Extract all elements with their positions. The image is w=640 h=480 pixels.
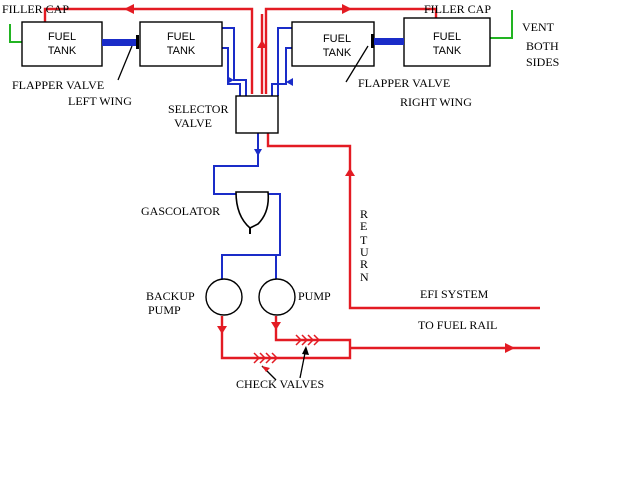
backup-pump-label-line1: BACKUP (146, 289, 195, 303)
left-tank-crossover (102, 39, 138, 46)
main-pump (258, 278, 296, 316)
check-valve-upper (295, 334, 321, 346)
tank-3-line2: TANK (323, 47, 352, 59)
arrow-left-top (124, 4, 134, 14)
backup-pump (205, 278, 243, 316)
vent-lines (9, 10, 513, 43)
tank-2-line2: TANK (167, 45, 196, 57)
fuel-tank-right-outer (403, 17, 491, 67)
left-inner-supply (222, 47, 241, 96)
gascolator-to-pumps (221, 193, 281, 280)
tank-2-line1: FUEL (167, 31, 195, 43)
selector-label-line2: VALVE (174, 116, 212, 130)
check-valves (253, 334, 321, 364)
leader-lines (117, 45, 369, 381)
filler-cap-right-label: FILLER CAP (424, 2, 491, 16)
arrow-return-up (345, 168, 355, 176)
fuel-tanks (21, 17, 491, 67)
left-flapper-leader (117, 45, 133, 81)
filler-cap-left-label: FILLER CAP (2, 2, 69, 16)
arrow-up-inner (257, 40, 267, 48)
tank-4-line2: TANK (433, 45, 462, 57)
return-letter-4: U (360, 245, 369, 259)
left-vent-line (9, 24, 22, 43)
right-tank-supply (271, 47, 292, 96)
check-valve-leader-right-head (302, 346, 309, 355)
arrow-fuel-rail (505, 343, 515, 353)
sides-label: SIDES (526, 55, 559, 69)
gascolator-bowl (235, 191, 270, 229)
right-flapper-leader (345, 45, 369, 83)
blue-arrow-2 (254, 149, 262, 156)
return-letter-1: R (360, 207, 368, 221)
both-label: BOTH (526, 39, 559, 53)
right-tank-crossover (374, 38, 404, 45)
efi-system-label: EFI SYSTEM (420, 287, 489, 301)
backup-pump-output (220, 316, 352, 360)
right-wing-label: RIGHT WING (400, 95, 472, 109)
pump-arrow (271, 322, 281, 330)
return-letter-2: E (360, 219, 367, 233)
right-vent-line (490, 10, 513, 39)
tank-4-line1: FUEL (433, 31, 461, 43)
backup-pump-arrow (217, 326, 227, 334)
left-flapper-valve (136, 35, 139, 49)
right-flapper-valve (371, 34, 374, 48)
pump-label: PUMP (298, 289, 331, 303)
backup-pump-label-line2: PUMP (148, 303, 181, 317)
diagram-labels: FILLER CAP FILLER CAP VENT BOTH SIDES FL… (2, 2, 559, 391)
blue-arrow-1 (227, 76, 234, 84)
gascolator (235, 191, 270, 234)
left-tank-supply (222, 27, 247, 96)
selector-to-gascolator (213, 133, 259, 195)
blue-arrows (227, 76, 293, 156)
to-fuel-rail-label: TO FUEL RAIL (418, 318, 497, 332)
return-line (266, 133, 540, 310)
return-letter-3: T (360, 233, 368, 247)
selector-label-line1: SELECTOR (168, 102, 228, 116)
tank-labels: FUEL TANK FUEL TANK FUEL TANK FUEL TANK (48, 31, 462, 59)
check-valve-leader-left-head (262, 366, 270, 372)
selector-valve (235, 95, 279, 134)
flapper-valve-right-label: FLAPPER VALVE (358, 76, 450, 90)
pump-output-lines (217, 316, 352, 360)
flapper-connectors (102, 34, 404, 49)
left-wing-label: LEFT WING (68, 94, 132, 108)
tank-3-line1: FUEL (323, 33, 351, 45)
return-letter-5: R (360, 257, 368, 271)
check-valve-lower (253, 352, 279, 364)
fuel-tank-left-inner (139, 21, 223, 67)
blue-arrow-3 (286, 78, 293, 86)
vent-label: VENT (522, 20, 555, 34)
arrow-right-top (342, 4, 352, 14)
left-filler-line (43, 7, 254, 94)
return-letter-6: N (360, 270, 369, 284)
tank-1-line2: TANK (48, 45, 77, 57)
tank-1-line1: FUEL (48, 31, 76, 43)
red-arrows-top (124, 4, 515, 353)
flapper-valve-left-label: FLAPPER VALVE (12, 78, 104, 92)
right-inner-supply (277, 27, 292, 96)
fuel-tank-left-outer (21, 21, 103, 67)
gascolator-label: GASCOLATOR (141, 204, 220, 218)
check-valves-label: CHECK VALVES (236, 377, 324, 391)
